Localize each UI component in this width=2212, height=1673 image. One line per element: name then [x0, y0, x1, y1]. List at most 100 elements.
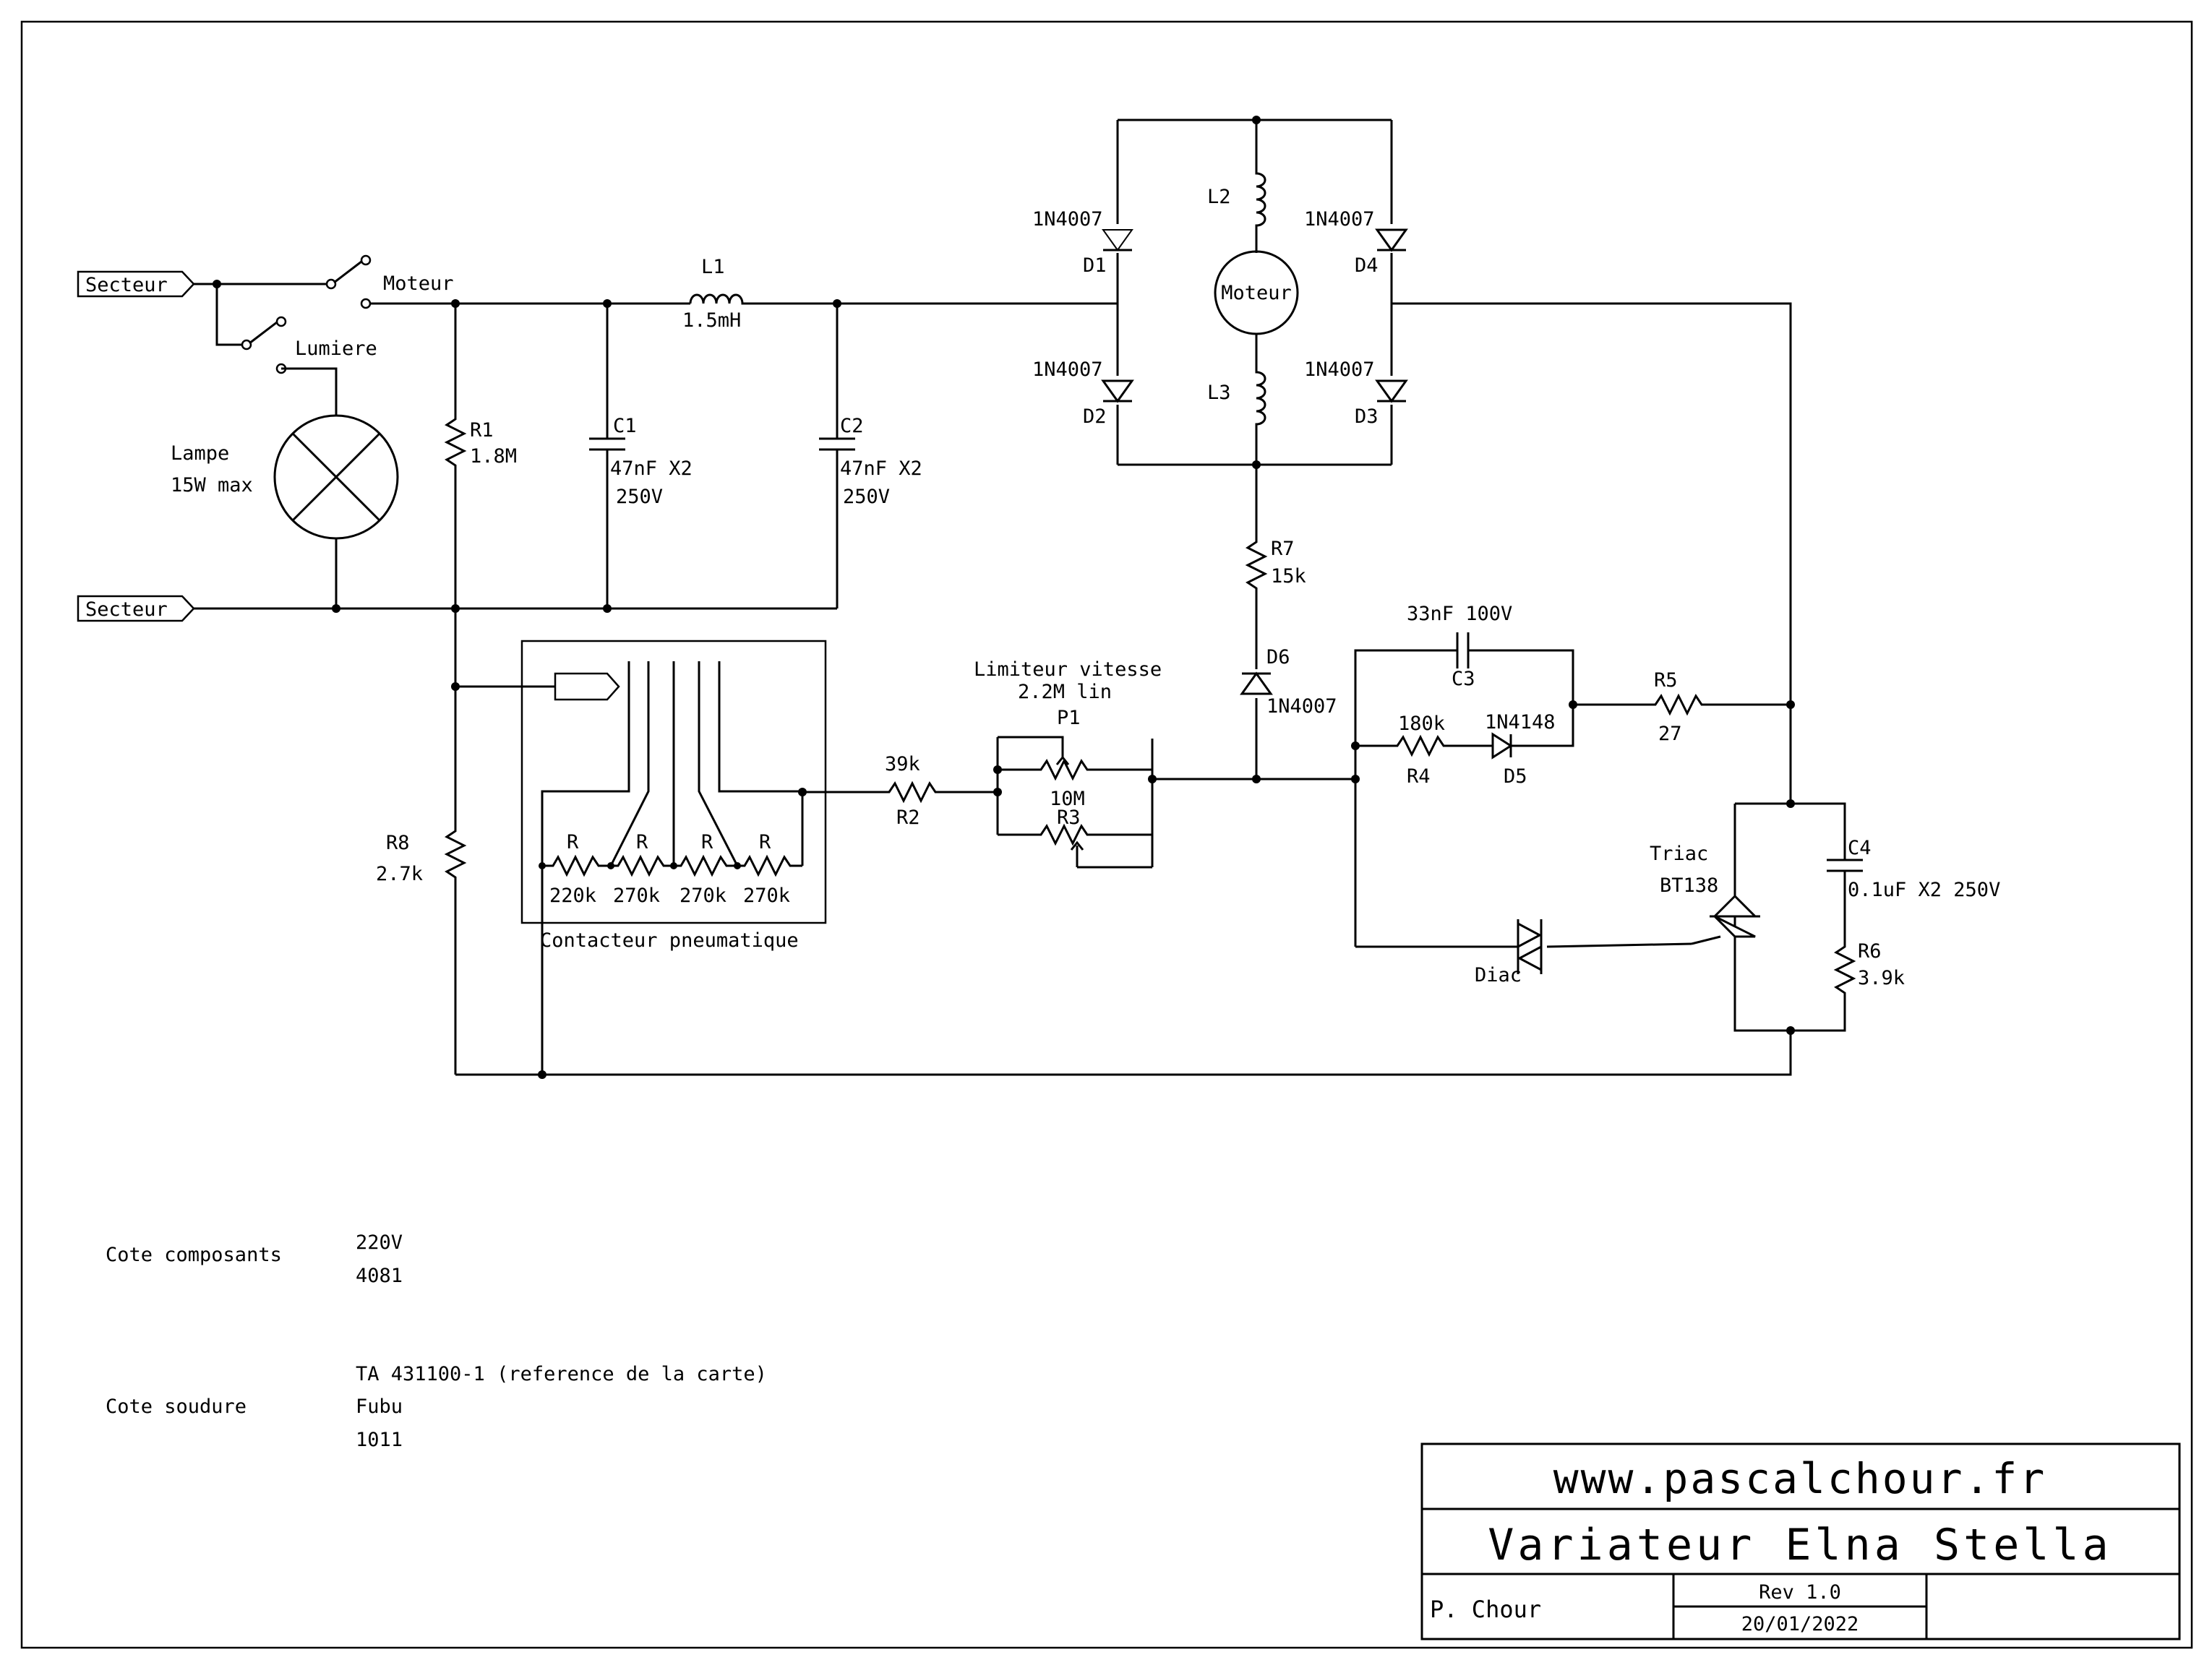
- diac-label: Diac: [1475, 964, 1522, 986]
- secteur-bottom-label: Secteur: [85, 598, 168, 621]
- r4-name: R4: [1407, 765, 1431, 788]
- contactor-label: Contacteur pneumatique: [540, 929, 799, 952]
- l1-name: L1: [701, 256, 725, 278]
- d4-name: D4: [1355, 254, 1379, 277]
- lamp: [273, 367, 399, 608]
- wire-bottom-return: [455, 1031, 1792, 1076]
- diode-d4: [1375, 224, 1408, 253]
- r3-name: R3: [1057, 807, 1081, 829]
- d1-part: 1N4007: [1032, 208, 1103, 231]
- r5-name: R5: [1654, 669, 1678, 692]
- d3-name: D3: [1355, 405, 1379, 428]
- notes-soudure-line2: Fubu: [356, 1395, 403, 1418]
- diode-d2: [1101, 376, 1134, 405]
- c3-r4-d5-network: [1351, 632, 1577, 947]
- d4-part: 1N4007: [1304, 208, 1375, 231]
- moteur-switch-label: Moteur: [383, 272, 454, 295]
- resistor-r8: [444, 608, 467, 1075]
- triac-bt138: [1691, 894, 1760, 945]
- notes-soudure-line3: 1011: [356, 1429, 403, 1451]
- r4-value: 180k: [1398, 713, 1445, 735]
- resistor-r7: [1245, 465, 1268, 666]
- r5-value: 27: [1658, 723, 1682, 745]
- c2-value: 47nF X2: [840, 457, 922, 480]
- motor-label: Moteur: [1221, 282, 1292, 304]
- title-block: [1420, 1442, 2181, 1640]
- contactor-res2-name: R: [636, 831, 648, 853]
- limiter-line1: Limiteur vitesse: [974, 658, 1162, 681]
- c1-name: C1: [613, 415, 637, 437]
- diode-d3: [1375, 376, 1408, 405]
- sheet-border: [20, 20, 2193, 1649]
- snubber-loop: [1733, 799, 1863, 1035]
- notes-composants-line1: 220V: [356, 1231, 403, 1254]
- diac: [1355, 919, 1692, 974]
- triac-part: BT138: [1660, 874, 1718, 897]
- r6-name: R6: [1858, 940, 1882, 963]
- c2-voltage: 250V: [843, 486, 890, 508]
- l3-name: L3: [1207, 382, 1231, 404]
- contactor-res4-name: R: [759, 831, 771, 853]
- pneumatic-contactor: [455, 640, 827, 1075]
- p1-name: P1: [1057, 707, 1081, 729]
- c4-value: 0.1uF X2 250V: [1848, 879, 2000, 901]
- d6-name: D6: [1266, 646, 1290, 668]
- r1-name: R1: [470, 419, 494, 442]
- diode-d1: [1102, 224, 1133, 253]
- r8-value: 2.7k: [376, 863, 423, 885]
- notes-soudure-title: Cote soudure: [106, 1395, 247, 1418]
- contactor-res3-value: 270k: [680, 885, 726, 907]
- c3-name: C3: [1452, 668, 1475, 690]
- d2-name: D2: [1083, 405, 1107, 428]
- r1-value: 1.8M: [470, 445, 517, 468]
- r8-name: R8: [386, 832, 410, 854]
- r3-value: 10M: [1050, 788, 1085, 810]
- resistor-r2: [802, 780, 998, 804]
- lamp-power: 15W max: [171, 474, 253, 496]
- r7-name: R7: [1271, 538, 1295, 560]
- r2-value: 39k: [885, 753, 920, 775]
- speed-limiter-pot: [993, 736, 1157, 869]
- c1-value: 47nF X2: [610, 457, 693, 480]
- title-website: www.pascalchour.fr: [1553, 1454, 2047, 1503]
- capacitor-c1: [589, 304, 625, 608]
- c3-value: 33nF 100V: [1407, 603, 1512, 625]
- d3-part: 1N4007: [1304, 358, 1375, 381]
- contactor-res3-name: R: [701, 831, 713, 853]
- secteur-bottom-connector: [77, 595, 195, 622]
- r6-value: 3.9k: [1858, 967, 1905, 989]
- l1-value: 1.5mH: [682, 309, 741, 332]
- inductor-l1: [689, 293, 745, 305]
- triac-label: Triac: [1650, 843, 1708, 865]
- title-author: P. Chour: [1430, 1596, 1541, 1623]
- contactor-res2-value: 270k: [613, 885, 660, 907]
- d5-name: D5: [1504, 765, 1527, 788]
- c2-name: C2: [840, 415, 864, 437]
- c4-name: C4: [1848, 837, 1872, 859]
- title-main: Variateur Elna Stella: [1488, 1520, 2112, 1570]
- l2-name: L2: [1207, 186, 1231, 208]
- resistor-r1: [444, 304, 467, 608]
- resistor-r5: [1573, 693, 1795, 716]
- d6-part: 1N4007: [1266, 695, 1337, 718]
- limiter-line2: 2.2M lin: [1018, 681, 1112, 703]
- lumiere-switch-label: Lumiere: [295, 337, 377, 360]
- bridge-wiring: [1116, 116, 1792, 804]
- d1-name: D1: [1083, 254, 1107, 277]
- r2-name: R2: [896, 807, 920, 829]
- notes-composants-title: Cote composants: [106, 1244, 282, 1266]
- diode-d6: [1240, 666, 1273, 779]
- secteur-top-label: Secteur: [85, 274, 168, 296]
- contactor-res1-name: R: [567, 831, 579, 853]
- notes-composants-line2: 4081: [356, 1265, 403, 1287]
- r7-value: 15k: [1271, 565, 1306, 588]
- inductor-l2: [1255, 120, 1266, 253]
- contactor-res1-value: 220k: [549, 885, 596, 907]
- contactor-res4-value: 270k: [743, 885, 790, 907]
- secteur-top-connector: [77, 270, 195, 298]
- inductor-l3: [1255, 334, 1266, 465]
- notes-soudure-line1: TA 431100-1 (reference de la carte): [356, 1363, 767, 1385]
- lamp-label: Lampe: [171, 442, 229, 465]
